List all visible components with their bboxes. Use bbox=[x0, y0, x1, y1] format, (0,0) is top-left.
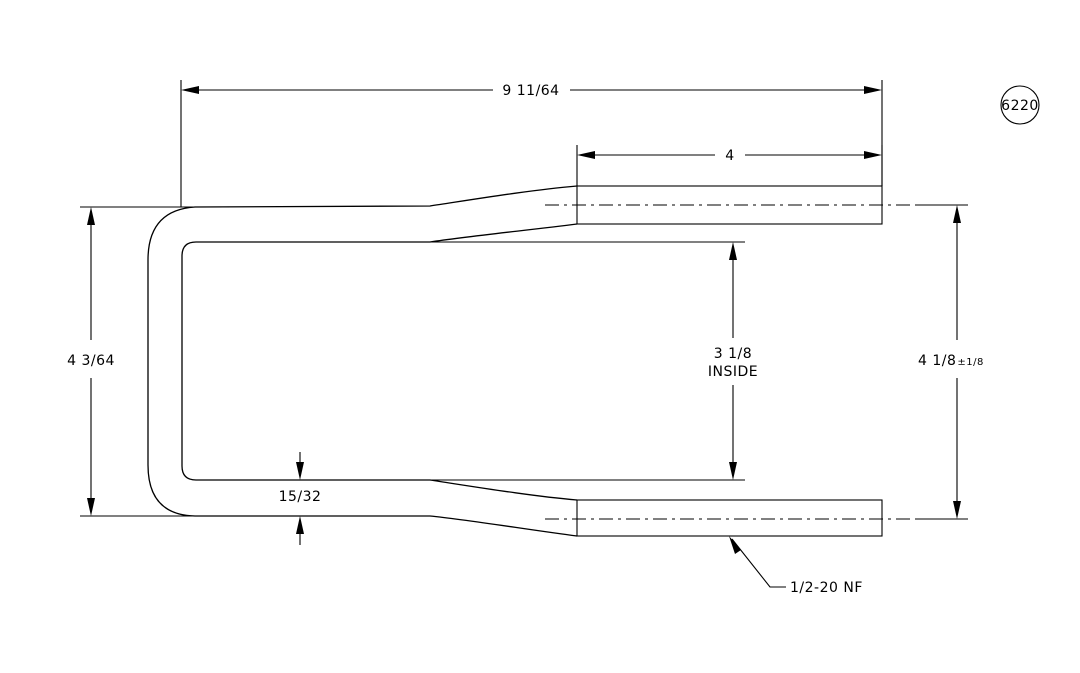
inside-label: INSIDE bbox=[708, 364, 758, 380]
leg-spacing-label: 4 1/8±1/8 bbox=[918, 353, 984, 369]
dimension-leg-spacing: 4 1/8±1/8 bbox=[915, 204, 984, 520]
thread-bottom bbox=[576, 499, 883, 537]
leg-spacing-tolerance: ±1/8 bbox=[957, 357, 983, 368]
inner-contour bbox=[181, 223, 578, 501]
thread-callout: 1/2-20 NF bbox=[729, 536, 863, 596]
thread-length-label: 4 bbox=[725, 148, 734, 164]
overall-length-label: 9 11/64 bbox=[502, 83, 559, 99]
thread-spec-label: 1/2-20 NF bbox=[790, 580, 863, 596]
outer-contour bbox=[147, 185, 578, 537]
part-number: 6220 bbox=[1001, 98, 1039, 114]
rod-diameter-label: 15/32 bbox=[279, 489, 322, 505]
dimension-thread-length: 4 bbox=[576, 145, 883, 186]
dimension-rod-diameter: 15/32 bbox=[279, 452, 322, 545]
dimension-inside-height: 3 1/8 INSIDE bbox=[430, 241, 758, 481]
dimension-outside-height: 4 3/64 bbox=[67, 206, 195, 517]
outside-height-label: 4 3/64 bbox=[67, 353, 115, 369]
dimension-overall-length: 9 11/64 bbox=[180, 80, 883, 207]
part-number-balloon: 6220 bbox=[1000, 85, 1040, 125]
u-bolt-outline bbox=[147, 185, 578, 537]
inside-height-label: 3 1/8 bbox=[714, 346, 752, 362]
